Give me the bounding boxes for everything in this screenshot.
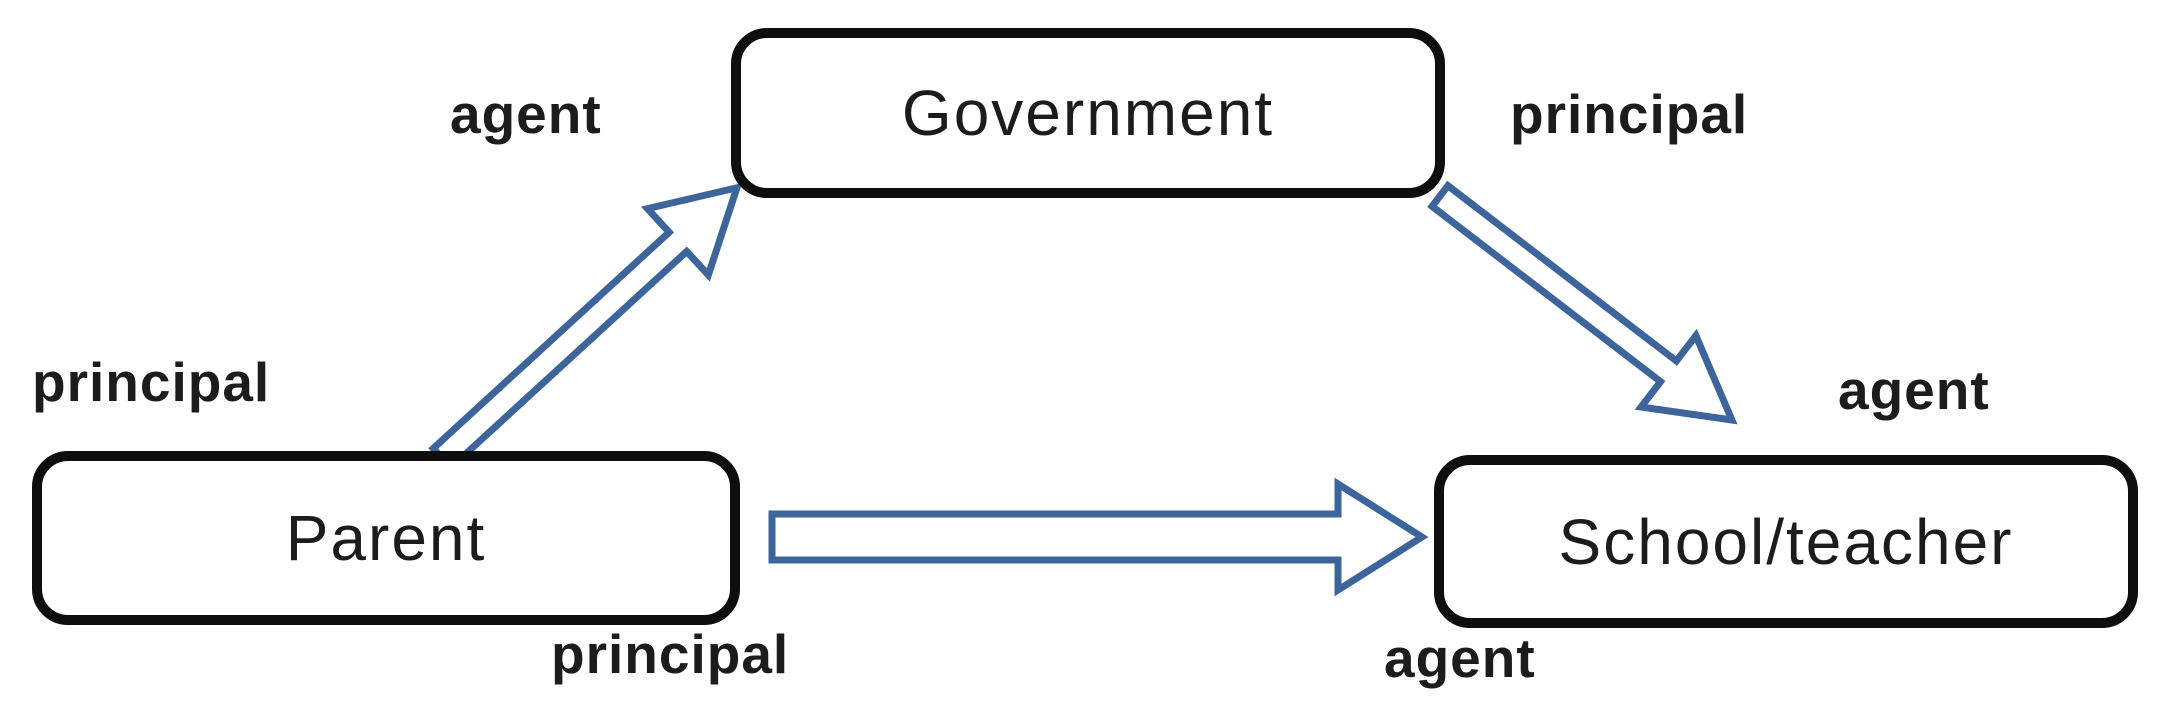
arrow-parent-to-government (428, 182, 743, 473)
role-label-school-agent-lower: agent (1384, 627, 1536, 689)
node-government-label: Government (901, 77, 1275, 149)
role-label-parent-principal-upper: principal (32, 351, 271, 413)
arrow-parent-to-school (768, 477, 1429, 597)
node-parent: Parent (32, 451, 740, 625)
role-label-school-agent-upper: agent (1838, 359, 1990, 421)
role-label-government-agent: agent (450, 83, 602, 145)
role-label-parent-principal-lower: principal (551, 623, 790, 685)
role-label-government-principal: principal (1510, 83, 1749, 145)
node-school-teacher: School/teacher (1434, 455, 2138, 628)
node-parent-label: Parent (285, 502, 487, 574)
arrow-government-to-school (1427, 180, 1738, 425)
node-government: Government (731, 28, 1445, 198)
node-school-teacher-label: School/teacher (1558, 505, 2014, 578)
